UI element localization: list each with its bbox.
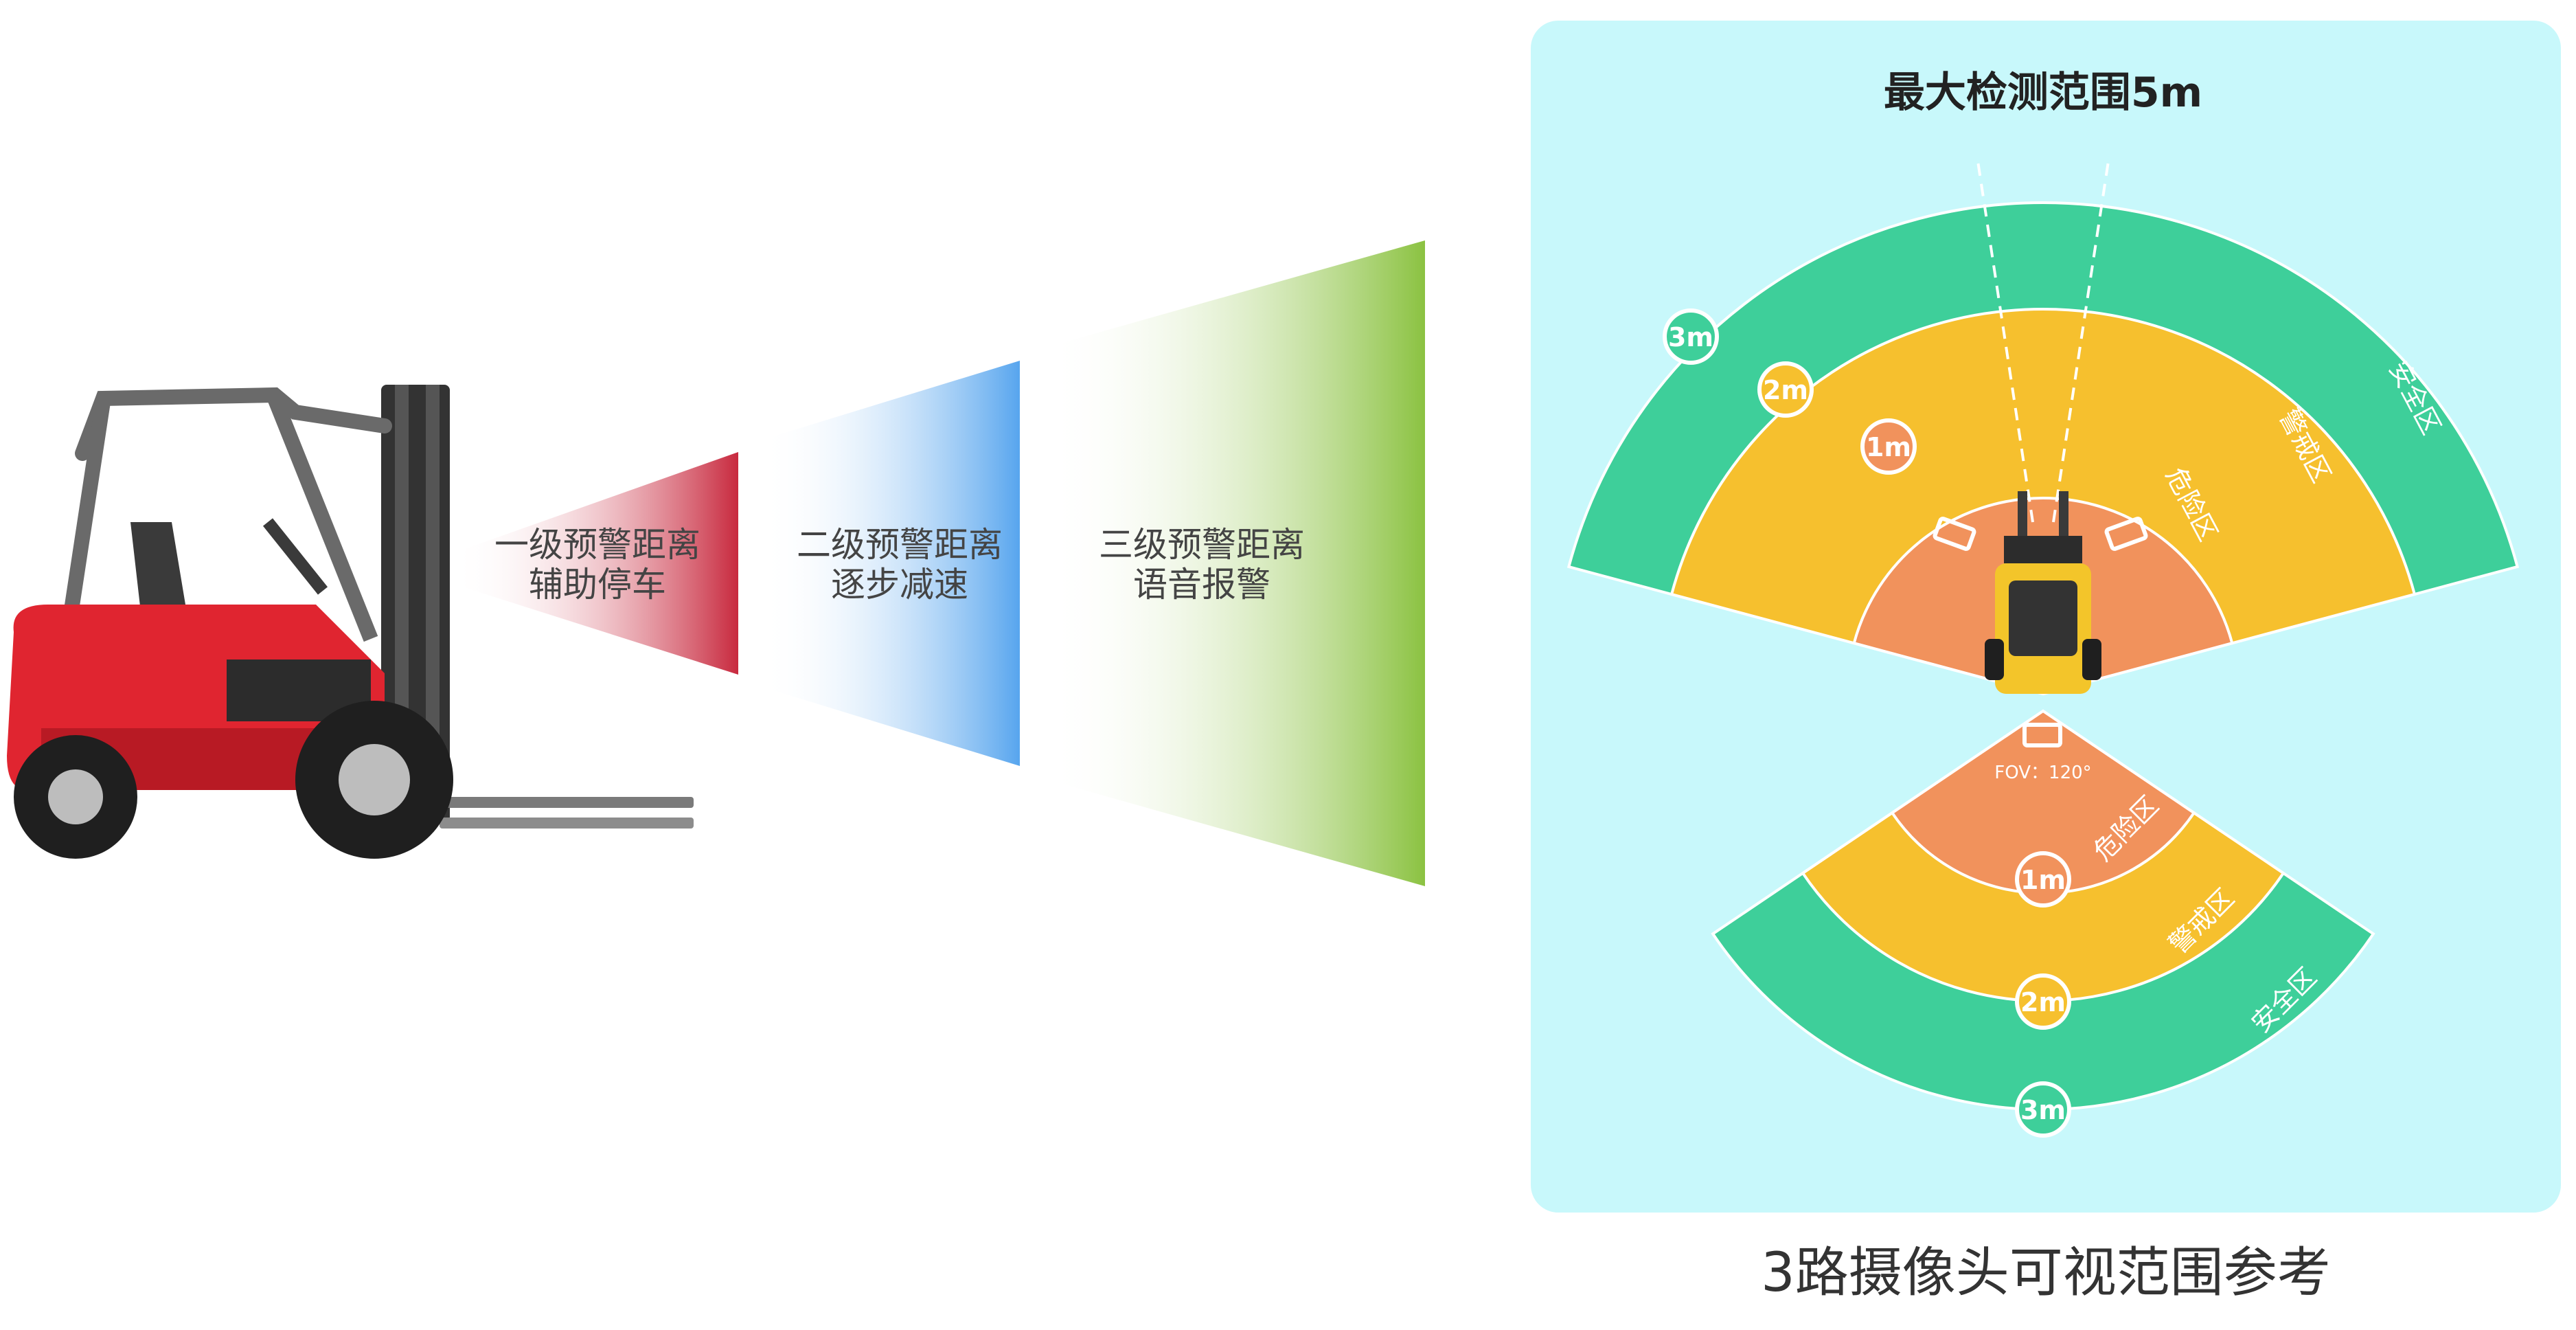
stage-2-title: 二级预警距离 (797, 525, 1003, 565)
distance-badge: 1m (2015, 851, 2071, 908)
distance-badge: 3m (1663, 308, 1719, 365)
camera-icon (1933, 517, 1976, 551)
camera-icon (2022, 723, 2062, 747)
stage-1-subtitle: 辅助停车 (529, 565, 666, 605)
distance-label: 1m (1866, 432, 1911, 462)
distance-badges: 1m 2m 3m 1m 2m 3m (1663, 308, 2071, 1138)
stage-2-band (762, 361, 1020, 766)
distance-badge: 1m (1860, 418, 1917, 475)
forklift-topview-icon (1985, 491, 2101, 694)
stage-1-band (453, 452, 738, 675)
stage-3-title: 三级预警距离 (1099, 525, 1305, 565)
stage-2-subtitle: 逐步减速 (831, 565, 968, 605)
distance-label: 2m (2020, 987, 2066, 1017)
panel-caption: 3路摄像头可视范围参考 (1761, 1242, 2331, 1304)
fov-label: FOV：120° (1994, 763, 2091, 783)
distance-label: 2m (1763, 375, 1808, 405)
distance-label: 1m (2020, 865, 2066, 895)
distance-badge: 2m (1757, 361, 1814, 418)
distance-label: 3m (1668, 322, 1713, 352)
panel-title: 最大检测范围5m (1884, 69, 2202, 117)
stage-3-band (1047, 240, 1425, 886)
stage-1-title: 一级预警距离 (494, 525, 700, 565)
stage-3-subtitle: 语音报警 (1133, 565, 1270, 605)
distance-label: 3m (2020, 1095, 2066, 1125)
forklift-illustration (7, 385, 694, 859)
distance-badge: 2m (2015, 973, 2071, 1030)
distance-badge: 3m (2015, 1081, 2071, 1138)
camera-icon (2104, 517, 2148, 551)
